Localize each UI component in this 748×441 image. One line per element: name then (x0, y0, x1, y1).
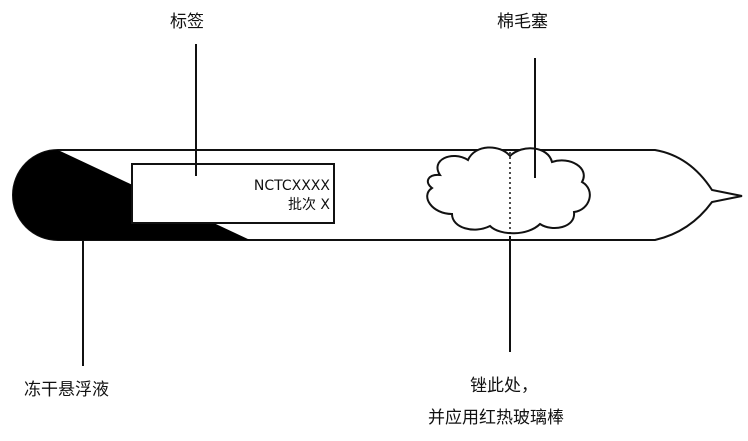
ampoule-label-box (131, 163, 335, 224)
annotation-cotton-plug: 棉毛塞 (497, 12, 548, 32)
annotation-label: 标签 (170, 12, 204, 32)
cotton-wool-plug (426, 146, 591, 235)
annotation-freeze-dried: 冻干悬浮液 (24, 380, 109, 400)
annotation-file-here-line1: 锉此处， (470, 376, 538, 396)
annotation-file-here-line2: 并应用红热玻璃棒 (428, 408, 564, 428)
ampoule-tag-code: NCTCXXXX (253, 178, 330, 194)
ampoule-tag-batch: 批次 X (287, 197, 330, 213)
